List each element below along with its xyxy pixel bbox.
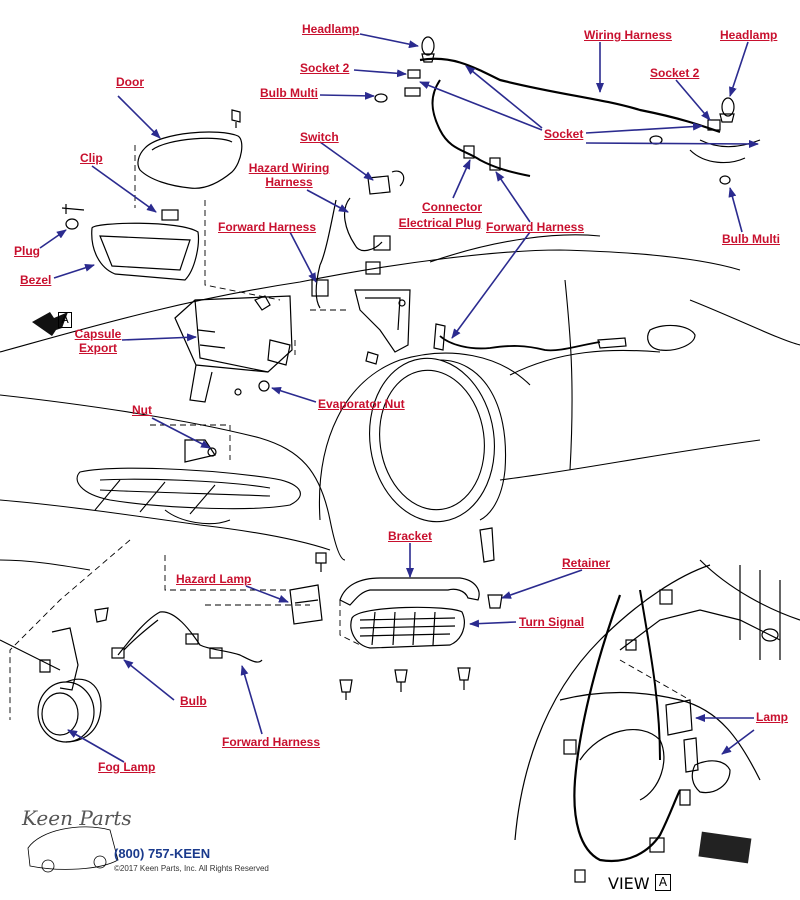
phone-number: (800) 757-KEEN	[114, 846, 211, 861]
label-door: Door	[116, 75, 144, 89]
label-socket: Socket	[544, 127, 584, 141]
turn-signal-part	[350, 606, 465, 649]
label-fog-lamp: Fog Lamp	[98, 760, 156, 774]
label-plug: Plug	[14, 244, 40, 258]
car-body-outline	[0, 234, 800, 671]
capsule-part	[174, 295, 293, 373]
label-wiring-harness: Wiring Harness	[584, 28, 672, 42]
label-bulb-multi-right: Bulb Multi	[722, 232, 780, 246]
label-bulb: Bulb	[180, 694, 207, 708]
label-forward-harness-left: Forward Harness	[218, 220, 317, 234]
label-evaporator-nut: Evaporator Nut	[318, 397, 405, 411]
view-letter-box: A	[655, 874, 671, 891]
label-connector-2: Electrical Plug	[398, 216, 482, 230]
bezel-part	[91, 222, 200, 281]
label-capsule-1: Capsule	[74, 327, 122, 341]
label-bracket: Bracket	[388, 529, 433, 543]
label-capsule-2: Export	[78, 341, 117, 355]
label-turn-signal: Turn Signal	[519, 615, 585, 629]
door-part	[137, 131, 243, 189]
label-bezel: Bezel	[20, 273, 52, 287]
label-bulb-multi-top: Bulb Multi	[260, 86, 318, 100]
view-label: VIEW	[608, 874, 650, 893]
label-connector-1: Connector	[422, 200, 482, 214]
view-arrow-icon	[32, 312, 68, 336]
label-headlamp-top: Headlamp	[302, 22, 360, 36]
keen-parts-logo: Keen Parts	[22, 806, 132, 830]
label-forward-harness-mid: Forward Harness	[486, 220, 585, 234]
label-forward-harness-bottom: Forward Harness	[222, 735, 321, 749]
label-hazard-wiring-harness-2: Harness	[265, 175, 313, 189]
label-retainer: Retainer	[562, 556, 611, 570]
copyright-text: ©2017 Keen Parts, Inc. All Rights Reserv…	[114, 864, 269, 873]
label-socket2-right: Socket 2	[650, 66, 700, 80]
callout-arrows	[39, 33, 759, 763]
label-lamp: Lamp	[756, 710, 789, 724]
label-socket2-left: Socket 2	[300, 61, 350, 75]
label-switch: Switch	[300, 130, 339, 144]
view-a-marker: A	[58, 312, 72, 328]
leader-lines	[9, 145, 691, 720]
label-headlamp-right: Headlamp	[720, 28, 778, 42]
components	[27, 36, 800, 883]
label-hazard-lamp: Hazard Lamp	[176, 572, 252, 586]
label-hazard-wiring-harness-1: Hazard Wiring	[248, 161, 330, 175]
label-clip: Clip	[80, 151, 103, 165]
label-nut: Nut	[132, 403, 152, 417]
